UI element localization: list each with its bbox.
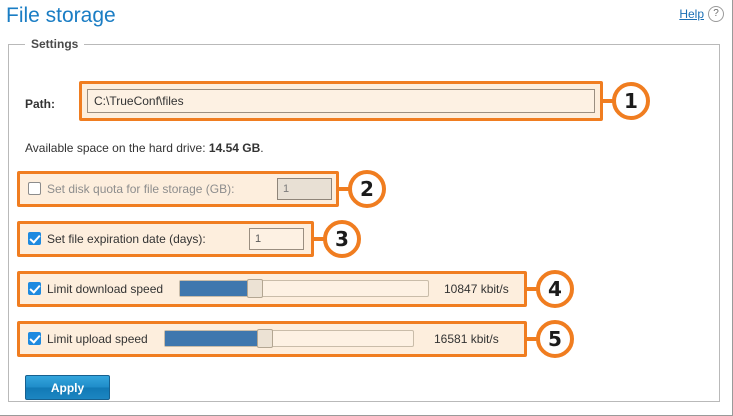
path-label: Path: [25,97,55,111]
badge-1: 1 [612,82,650,120]
download-badge-connector [527,287,539,291]
quota-highlight-box [17,171,339,207]
settings-fieldset: Settings Path: 1 Available space on the … [8,37,720,402]
path-badge-connector [603,99,615,103]
available-space-prefix: Available space on the hard drive: [25,141,209,155]
upload-speed-slider[interactable] [164,329,414,348]
badge-5: 5 [536,320,574,358]
expiration-checkbox[interactable] [28,232,41,245]
badge-3: 3 [323,220,361,258]
upload-badge-connector [527,337,539,341]
download-label: Limit download speed [47,282,164,296]
upload-speed-value: 16581 kbit/s [434,332,499,346]
upload-slider-fill [165,331,262,346]
download-speed-value: 10847 kbit/s [444,282,509,296]
page-title: File storage [6,4,116,27]
quota-input[interactable] [277,178,332,200]
upload-label: Limit upload speed [47,332,148,346]
expiration-input[interactable] [249,228,304,250]
path-input[interactable] [87,89,595,113]
expiration-label: Set file expiration date (days): [47,232,206,246]
available-space-text: Available space on the hard drive: 14.54… [25,141,264,155]
quota-badge-connector [339,187,351,191]
help-group: Help ? [679,6,724,22]
download-speed-slider[interactable] [179,279,429,298]
apply-button[interactable]: Apply [25,375,110,400]
quota-label: Set disk quota for file storage (GB): [47,182,235,196]
upload-slider-thumb[interactable] [256,329,273,348]
download-slider-thumb[interactable] [246,279,263,298]
badge-4: 4 [536,270,574,308]
upload-checkbox[interactable] [28,332,41,345]
question-circle-icon[interactable]: ? [708,6,724,22]
expiration-badge-connector [314,237,326,241]
quota-checkbox[interactable] [28,182,41,195]
badge-2: 2 [348,170,386,208]
available-space-suffix: . [260,141,264,155]
download-slider-fill [180,281,252,296]
available-space-value: 14.54 GB [208,141,261,155]
settings-legend: Settings [25,37,85,51]
help-link[interactable]: Help [679,7,704,21]
download-checkbox[interactable] [28,282,41,295]
